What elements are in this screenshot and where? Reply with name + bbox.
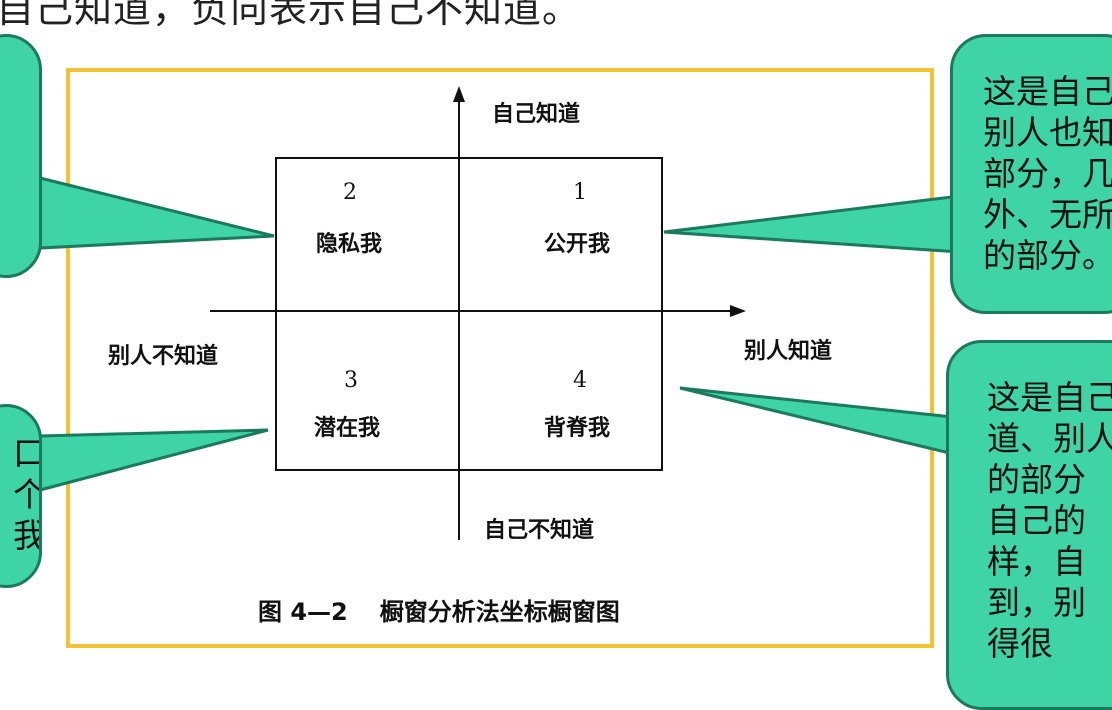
axis-label-top: 自己知道 (492, 102, 581, 127)
callout-line: 的部分 (987, 460, 1086, 499)
axis-label-bottom: 自己不知道 (484, 518, 595, 543)
callout-line: 这是自己 (983, 72, 1112, 111)
callout-line: 我 (13, 515, 39, 556)
quadrant-3-label: 潜在我 (314, 416, 381, 441)
callout-line: 个 (13, 474, 39, 515)
callout-pointer-right-bottom (679, 386, 964, 458)
quadrant-box (275, 157, 663, 471)
callout-line: 外、无所 (983, 195, 1112, 234)
callout-left-bottom: 口 个 我 (0, 404, 42, 588)
callout-pointer-right-top (663, 194, 962, 254)
figure-caption: 图 4—2 橱窗分析法坐标橱窗图 (258, 592, 620, 627)
callout-line: 的部分。 (983, 236, 1112, 275)
callout-line: 部分，几 (983, 154, 1112, 193)
callout-pointer-left-bottom (38, 428, 269, 492)
quadrant-4-label: 背脊我 (544, 416, 611, 441)
callout-line: 到，别 (987, 583, 1086, 622)
quadrant-3-number: 3 (344, 368, 358, 393)
callout-right-top: 这是自己 别人也知 部分，几 外、无所 的部分。 (950, 34, 1112, 314)
figure-frame (66, 68, 934, 648)
vertical-axis-arrow (453, 86, 465, 102)
quadrant-2-label: 隐私我 (316, 232, 383, 257)
axis-label-right: 别人知道 (744, 339, 833, 364)
figure-number: 图 4—2 (258, 598, 348, 626)
callout-line: 自己的 (987, 501, 1086, 540)
quadrant-1-label: 公开我 (544, 232, 611, 257)
callout-line: 别人也知 (983, 113, 1112, 152)
callout-left-top (0, 34, 42, 278)
callout-line: 这是自己 (987, 378, 1112, 417)
horizontal-axis-arrow (730, 305, 746, 317)
callout-line: 得很 (987, 624, 1053, 663)
callout-pointer-left-top (38, 176, 275, 250)
callout-line: 口 (13, 433, 39, 474)
quadrant-2-number: 2 (343, 180, 357, 205)
callout-right-bottom: 这是自己 道、别人 的部分 自己的 样，自 到，别 得很 (946, 340, 1112, 710)
callout-line: 道、别人 (987, 419, 1112, 458)
quadrant-1-number: 1 (573, 180, 587, 205)
axis-label-left: 别人不知道 (108, 344, 219, 369)
quadrant-4-number: 4 (573, 368, 587, 393)
figure-title: 橱窗分析法坐标橱窗图 (379, 598, 620, 626)
callout-line: 样，自 (987, 542, 1086, 581)
top-text-fragment: 自己知道，负向表示自己不知道。 (0, 0, 582, 31)
